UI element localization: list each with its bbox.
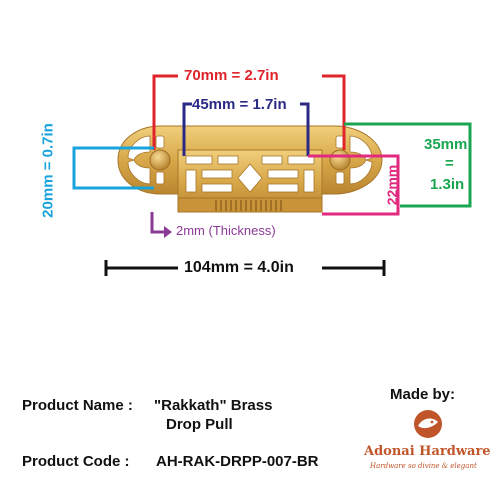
- made-by-label: Made by:: [390, 386, 456, 403]
- brand-tagline: Hardware so divine & elegant: [370, 462, 477, 470]
- brand-logo-icon: [414, 410, 442, 438]
- overall-length-label: 104mm = 4.0in: [184, 259, 294, 276]
- thickness-label: 2mm (Thickness): [176, 223, 276, 238]
- product-name-line2: Drop Pull: [166, 416, 233, 433]
- product-code-value: AH-RAK-DRPP-007-BR: [156, 453, 319, 470]
- left-height-bracket: [72, 146, 154, 190]
- product-name-line1: "Rakkath" Brass: [154, 397, 273, 414]
- product-code-label: Product Code :: [22, 453, 130, 470]
- product-name-label: Product Name :: [22, 397, 133, 414]
- overall-length-line: [104, 260, 386, 276]
- width-inner-label: 45mm = 1.7in: [192, 96, 287, 113]
- right-post-knob: [329, 149, 351, 171]
- width-top-label: 70mm = 2.7in: [184, 67, 279, 84]
- thickness-arrow: [150, 212, 172, 238]
- brand-name: Adonai Hardware: [364, 444, 491, 459]
- left-post-knob: [149, 149, 171, 171]
- right-height-mm-label: 35mm: [424, 136, 468, 153]
- left-fretwork: [127, 135, 165, 185]
- right-fretwork: [335, 135, 373, 185]
- width-inner-bracket: [182, 102, 310, 156]
- right-height-eq-label: =: [445, 155, 454, 172]
- pull-height-label: 22mm: [384, 164, 400, 206]
- pull-bail: [177, 149, 323, 213]
- pull-height-bracket: [308, 154, 400, 216]
- left-height-label: 20mm = 0.7in: [39, 123, 57, 218]
- right-height-bracket: [344, 122, 472, 208]
- right-height-in-label: 1.3in: [430, 176, 465, 193]
